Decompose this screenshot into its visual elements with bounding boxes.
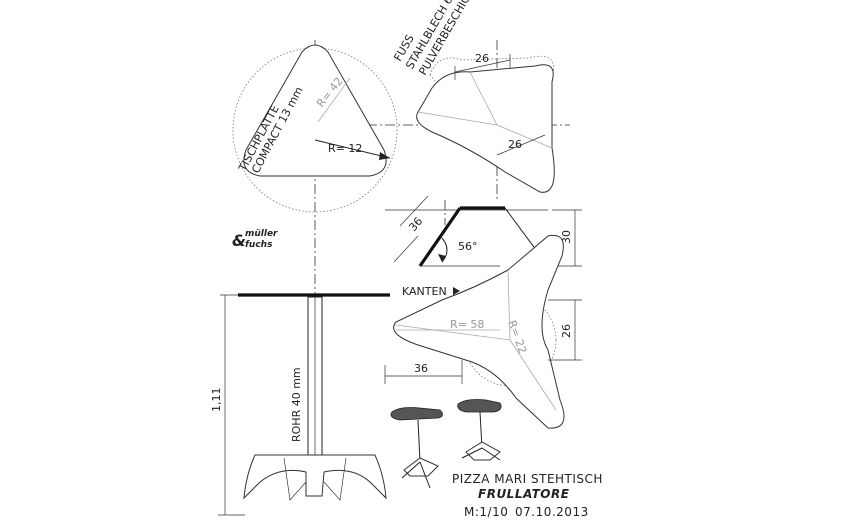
foot-flat-pattern: R= 58 R= 22 26 36 — [384, 234, 582, 429]
logo-text-fuchs: fuchs — [245, 240, 273, 250]
table-perspective-1 — [390, 407, 443, 489]
title-scale: M:1/10 — [464, 505, 508, 519]
foot-plan-view: 26 26 FUSS STAHLBLECH 6 mm PULVERBESCHIC… — [391, 0, 555, 193]
foot-profile-view: 36 56° 30 — [385, 195, 582, 267]
title-line-1: PIZZA MARI STEHTISCH — [452, 472, 603, 486]
dim-30: 30 — [560, 230, 573, 244]
title-date: 07.10.2013 — [515, 505, 589, 519]
table-side-elevation: 1,11 ROHR 40 mm — [210, 293, 390, 516]
dim-r58: R= 58 — [450, 318, 484, 331]
dim-26-top: 26 — [475, 52, 489, 65]
title-line-2: FRULLATORE — [478, 487, 570, 501]
logo-mueller-fuchs: & müller fuchs — [232, 229, 278, 250]
label-kanten: KANTEN — [402, 285, 447, 298]
dim-angle: 56° — [458, 240, 478, 253]
dim-height: 1,11 — [210, 388, 223, 413]
dim-36-lower: 36 — [414, 362, 428, 375]
logo-text-mueller: müller — [245, 229, 278, 239]
dim-26-lower: 26 — [560, 324, 573, 338]
dim-26-right: 26 — [508, 138, 522, 151]
table-perspective-2 — [457, 399, 502, 461]
dim-36-upper: 36 — [406, 215, 425, 234]
label-rohr: ROHR 40 mm — [290, 367, 303, 442]
title-block: PIZZA MARI STEHTISCH FRULLATORE M:1/10 0… — [452, 472, 603, 519]
tabletop-plan-view: R= 42 R= 12 TISCHPLATTE COMPACT 13 mm — [232, 44, 398, 213]
kanten-label: KANTEN — [402, 285, 460, 298]
logo-ampersand: & — [232, 231, 246, 250]
dim-r12: R= 12 — [328, 142, 362, 155]
